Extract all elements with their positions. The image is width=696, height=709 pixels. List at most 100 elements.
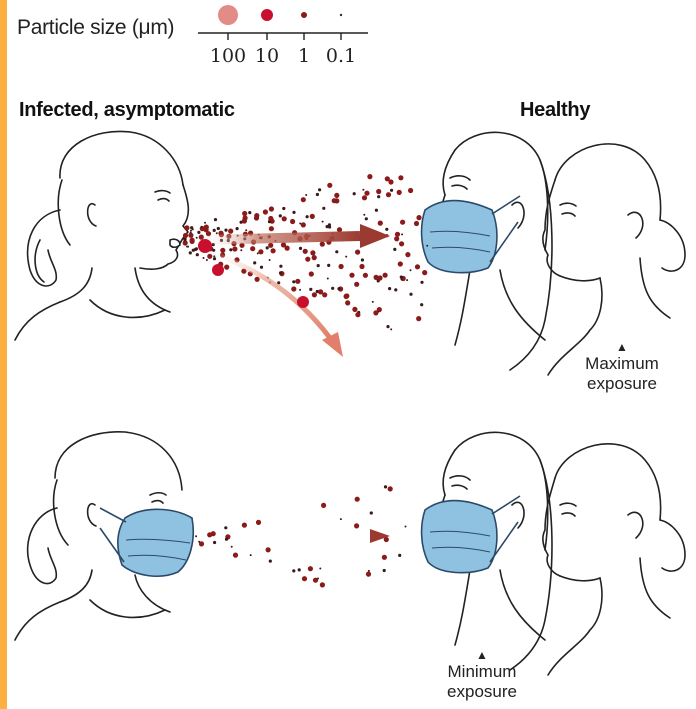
legend-tick-label: 10 (255, 45, 279, 67)
particle-dot (292, 280, 295, 283)
particle-dot (406, 279, 408, 281)
particle-dot (354, 282, 359, 287)
particle-dot (312, 255, 317, 260)
legend-tick-label: 100 (210, 45, 246, 67)
particle-dot (269, 206, 274, 211)
receiver-label: Healthy (520, 99, 590, 122)
particle-size-legend: 100 10 1 0.1 (198, 5, 368, 67)
particle-dot (362, 189, 364, 191)
minimum-exposure-label: ▲ Minimum exposure (432, 648, 532, 702)
particle-dot (220, 248, 225, 253)
particle-dot (322, 207, 325, 210)
particle-dot (355, 250, 360, 255)
particle-dot (322, 292, 327, 297)
particle-dot (400, 276, 403, 279)
maximum-exposure-label: ▲ Maximum exposure (572, 340, 672, 394)
particle-dot (255, 277, 260, 282)
particle-dot (344, 294, 349, 299)
particle-dot (183, 233, 188, 238)
particle-dot (206, 259, 208, 261)
particle-dot (394, 236, 399, 241)
particle-dot (382, 555, 387, 560)
droplet-icon (212, 264, 224, 276)
droplet-icon (198, 239, 212, 253)
particle-dot (279, 271, 282, 274)
particle-dot (245, 229, 247, 231)
particle-dot (312, 292, 317, 297)
particle-dot (310, 250, 315, 255)
particle-dot (184, 225, 189, 230)
particle-dot (266, 246, 269, 249)
particle-dot (269, 259, 271, 261)
particle-dot (409, 293, 412, 296)
particle-dot (190, 232, 192, 234)
particle-dot (400, 220, 405, 225)
particle-dot (256, 520, 261, 525)
particle-dot (189, 251, 192, 254)
droplet-icon-100 (218, 5, 238, 25)
particle-dot (401, 279, 403, 281)
particle-dot (204, 222, 206, 224)
particle-dot (349, 273, 354, 278)
particle-dot (269, 560, 272, 563)
particle-dot (355, 312, 360, 317)
particle-dot (313, 578, 318, 583)
particle-dot (385, 228, 388, 231)
particle-dot (254, 215, 259, 220)
particle-dot (405, 526, 407, 528)
particle-dot (352, 307, 357, 312)
particle-dot (292, 211, 295, 214)
particle-dot (377, 195, 380, 198)
particle-dot (363, 273, 368, 278)
particle-dot (334, 193, 339, 198)
particle-dot (386, 192, 391, 197)
particle-dot (366, 572, 371, 577)
particle-dot (195, 247, 198, 250)
mask-icon (100, 508, 193, 576)
particle-dot (198, 541, 200, 543)
particle-dot (345, 256, 347, 258)
particle-dot (290, 219, 295, 224)
particle-dot (361, 258, 364, 261)
particle-dot (250, 554, 252, 556)
particle-dot (327, 278, 329, 280)
particle-dot (201, 226, 203, 228)
particle-dot (373, 310, 378, 315)
particle-dot (279, 265, 282, 268)
particle-dot (386, 325, 389, 328)
particle-dot (390, 328, 392, 330)
particle-dot (384, 485, 387, 488)
particle-dot (408, 188, 413, 193)
particle-dot (405, 252, 410, 257)
particle-dot (279, 214, 282, 217)
particle-dot (363, 214, 365, 216)
particle-dot (327, 183, 332, 188)
particle-dot (192, 228, 194, 230)
particle-dot (231, 546, 233, 548)
particle-dot (242, 218, 247, 223)
particle-dot (257, 252, 259, 254)
particle-dot (414, 221, 419, 226)
particle-dot (378, 221, 383, 226)
particle-dot (214, 218, 217, 221)
particle-dot (196, 253, 199, 256)
particle-dot (399, 241, 404, 246)
exposure-line2: exposure (587, 374, 657, 393)
particle-dot (225, 538, 228, 541)
particle-dot (292, 569, 295, 572)
particle-dot (388, 287, 391, 290)
particle-dot (422, 270, 427, 275)
particle-dot (397, 190, 402, 195)
particle-dot (359, 264, 364, 269)
particle-dot (354, 523, 359, 528)
particle-dot (420, 281, 423, 284)
particle-dot (266, 547, 271, 552)
particle-dot (337, 287, 340, 290)
particle-dot (298, 568, 301, 571)
particle-dot (308, 566, 313, 571)
particle-dot (260, 266, 263, 269)
particle-dot (383, 569, 386, 572)
particle-dot (321, 503, 326, 508)
infected-person-icon (15, 131, 188, 340)
particle-dot (282, 216, 287, 221)
